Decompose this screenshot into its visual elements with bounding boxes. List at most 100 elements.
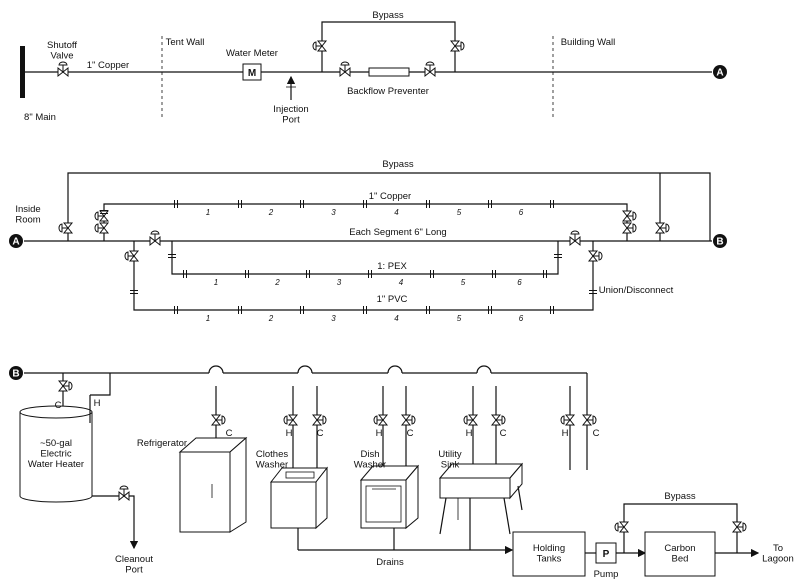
union-icon <box>589 290 597 294</box>
bypass-valve-icon <box>312 40 328 52</box>
segment-number: 5 <box>457 314 462 323</box>
pipe-label: 1" Copper <box>87 60 129 71</box>
crossover-gap <box>298 372 312 375</box>
water-heater <box>19 405 93 503</box>
segment-number: 3 <box>337 278 342 287</box>
union-icon <box>363 200 367 208</box>
shutoff-valve-icon <box>57 61 69 78</box>
section-supply <box>20 21 712 118</box>
crossover-gap <box>477 372 491 375</box>
hot-label: H <box>286 428 293 439</box>
segment-number: 5 <box>457 208 462 217</box>
union-icon <box>168 254 176 258</box>
segment-number: 4 <box>399 278 404 287</box>
bypass-label: Bypass <box>382 159 413 170</box>
bypass-line-2 <box>67 172 711 241</box>
hot-label: H <box>376 428 383 439</box>
crossover-gap <box>388 372 402 375</box>
connector-icon <box>713 65 727 79</box>
union-icon <box>554 254 562 258</box>
valve-icon <box>339 61 351 78</box>
segment-number: 6 <box>519 314 524 323</box>
union-icon <box>174 306 178 314</box>
crossover-icon <box>387 365 403 374</box>
segment-number: 1 <box>214 278 218 287</box>
pex-label: 1: PEX <box>377 261 407 272</box>
union-icon <box>426 200 430 208</box>
cold-valve-icon <box>400 414 416 426</box>
segment-note-label: Each Segment 6" Long <box>349 227 446 238</box>
connector-label: A <box>12 237 19 248</box>
union-icon <box>363 306 367 314</box>
tent-wall-label: Tent Wall <box>166 37 205 48</box>
pvc-label: 1" PVC <box>377 294 408 305</box>
union-icon <box>174 200 178 208</box>
section-distribution <box>19 372 760 577</box>
cold-label: C <box>500 428 507 439</box>
main-pipe <box>20 46 25 98</box>
crossover-gap <box>209 372 223 375</box>
connector-icon <box>713 234 727 248</box>
pvc-run <box>133 241 594 311</box>
copper-label: 1" Copper <box>369 191 411 202</box>
clothes-washer <box>269 466 329 530</box>
union-icon <box>238 306 242 314</box>
segment-number: 2 <box>268 208 274 217</box>
segment-number: 3 <box>331 208 336 217</box>
backflow-label: Backflow Preventer <box>347 86 429 97</box>
union-label: Union/Disconnect <box>599 285 674 296</box>
segment-number: 4 <box>394 314 399 323</box>
backflow-preventer <box>368 67 410 77</box>
union-icon <box>550 306 554 314</box>
union-icon <box>550 200 554 208</box>
bypass-valve-icon <box>654 222 670 234</box>
dish-washer <box>359 464 420 530</box>
cold-label: C <box>317 428 324 439</box>
segment-number: 2 <box>274 278 280 287</box>
union-icon <box>130 290 138 294</box>
hot-label: H <box>466 428 473 439</box>
holding-tanks <box>512 531 586 577</box>
refrigerator <box>178 436 248 533</box>
drains-label: Drains <box>376 557 404 568</box>
bypass-valve-icon <box>58 222 74 234</box>
cold-label: C <box>55 400 62 411</box>
union-icon <box>368 270 372 278</box>
cleanout-valve-icon <box>118 485 130 502</box>
segment-number: 4 <box>394 208 399 217</box>
bypass-valve-icon <box>614 521 630 533</box>
hot-valve-icon <box>463 414 479 426</box>
cold-valve-icon <box>311 414 327 426</box>
union-icon <box>300 306 304 314</box>
building-wall-label: Building Wall <box>561 37 616 48</box>
meter-symbol: M <box>248 68 256 79</box>
valve-icon <box>424 61 436 78</box>
segment-number: 3 <box>331 314 336 323</box>
cold-valve-icon <box>210 414 226 426</box>
union-icon <box>245 270 249 278</box>
segment-number: 2 <box>268 314 274 323</box>
pump-symbol: P <box>603 549 610 560</box>
carbon-bed <box>644 531 716 577</box>
union-icon <box>306 270 310 278</box>
connector-icon <box>9 234 23 248</box>
hot-label: H <box>562 428 569 439</box>
cold-label: C <box>407 428 414 439</box>
connector-icon <box>9 366 23 380</box>
union-icon <box>100 210 108 214</box>
pump-label: Pump <box>594 569 619 580</box>
water-meter-label: Water Meter <box>226 48 278 59</box>
segment-number: 5 <box>461 278 466 287</box>
segment-number: 6 <box>519 208 524 217</box>
hot-valve-icon <box>373 414 389 426</box>
valve-icon <box>94 222 110 234</box>
union-icon <box>430 270 434 278</box>
valve-icon <box>149 230 161 247</box>
